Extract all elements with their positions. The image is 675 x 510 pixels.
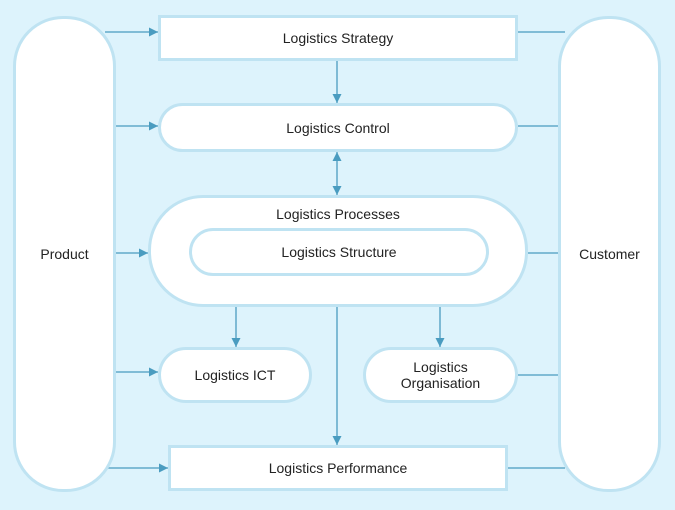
logistics-organisation-node: Logistics Organisation — [363, 347, 518, 403]
logistics-control-label: Logistics Control — [286, 119, 390, 136]
customer-node: Customer — [558, 16, 661, 492]
logistics-strategy-label: Logistics Strategy — [282, 30, 394, 46]
logistics-organisation-label: Logistics Organisation — [400, 359, 481, 391]
product-label: Product — [40, 246, 89, 262]
logistics-strategy-node: Logistics Strategy — [158, 15, 518, 61]
product-node: Product — [13, 16, 116, 492]
logistics-performance-label: Logistics Performance — [268, 460, 408, 476]
logistics-performance-node: Logistics Performance — [168, 445, 508, 491]
logistics-processes-label: Logistics Processes — [276, 206, 400, 222]
customer-label: Customer — [579, 246, 640, 262]
logistics-control-node: Logistics Control — [158, 103, 518, 152]
logistics-structure-label: Logistics Structure — [281, 244, 397, 260]
logistics-ict-node: Logistics ICT — [158, 347, 312, 403]
logistics-ict-label: Logistics ICT — [194, 367, 276, 383]
logistics-structure-node: Logistics Structure — [189, 228, 489, 276]
